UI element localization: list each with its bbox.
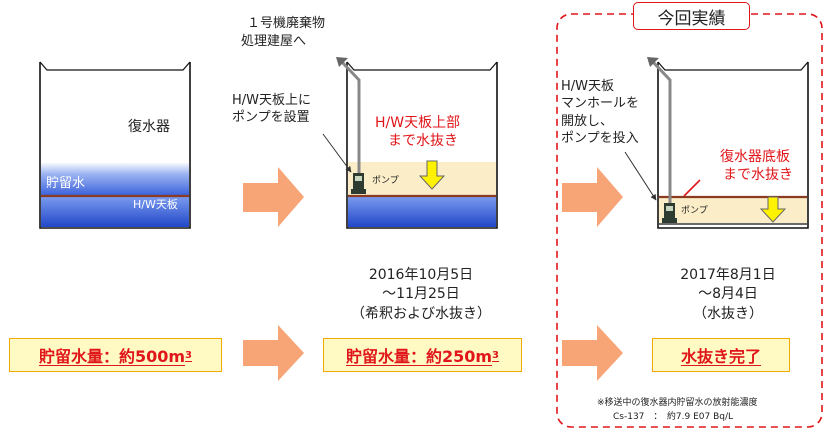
drain-down-arrow [418,160,446,190]
manhole-note-line4: ポンプを投入 [561,131,639,146]
condenser-label: 復水器 [128,119,170,135]
stage1-amount-text: 貯留水量：約500m [38,347,186,366]
stage3-date-line1: 2017年8月1日 [680,267,776,283]
stage1-condenser [39,61,191,229]
stage3-date-line2: ～8月4日 [698,286,758,302]
stage2-amount-sup: 3 [492,349,500,361]
pump-icon [662,203,677,223]
red-pointer [683,179,701,197]
hotwell-water [41,195,189,227]
drain-down-arrow [759,196,787,223]
arrow-right-icon [243,325,304,381]
footnote-line1: ※移送中の復水器内貯留水の放射能濃度 [597,398,758,408]
pump-label: ポンプ [681,206,708,216]
drain-target-line2: まで水抜き [388,133,458,149]
manhole-note-line1: H/W天板 [561,79,615,94]
stage2-date-line3: （希釈および水抜き） [351,306,491,322]
hw-plate-label: H/W天板 [133,198,178,211]
drain-complete-box: 水抜き完了 [652,338,790,372]
manhole-note-line3: 開放し、 [561,114,614,129]
manhole-note-line2: マンホールを [561,96,640,111]
footnote-line2: Cs-137 ： 約7.9 E07 Bq/L [613,412,734,422]
pump-label: ポンプ [372,176,399,186]
stage1-amount-sup: 3 [185,349,193,361]
destination-note-line2: 処理建屋へ [241,34,307,49]
stage2-amount-text: 貯留水量：約250m [345,347,493,366]
pump-install-note-line1: H/W天板上に [232,93,312,108]
arrow-right-icon [562,167,623,227]
stored-water [41,162,189,195]
hose-arrowhead [336,57,348,67]
bottom-drain-line2: まで水抜き [723,167,793,183]
remaining-water [348,195,496,227]
arrow-right-icon [562,325,623,381]
arrow-right-icon [243,167,304,227]
stage2-date-line2: ～11月25日 [382,286,460,302]
current-results-frame [556,13,823,428]
flow-arrows [243,167,623,381]
stage2-condenser [322,57,498,229]
stage3-date-line3: （水抜き） [693,306,763,322]
stage2-date-line1: 2016年10月5日 [368,267,474,283]
current-results-title: 今回実績 [633,2,750,30]
stage3-condenser [624,57,809,229]
bottom-drain-line1: 復水器底板 [720,149,790,165]
drain-complete-text: 水抜き完了 [680,347,761,366]
pump-install-note-line2: ポンプを設置 [232,110,310,125]
destination-note-line1: １号機廃棄物 [247,16,326,31]
drain-target-line1: H/W天板上部 [375,115,461,131]
stored-water-label: 貯留水 [46,176,86,191]
pump-icon [351,173,366,194]
